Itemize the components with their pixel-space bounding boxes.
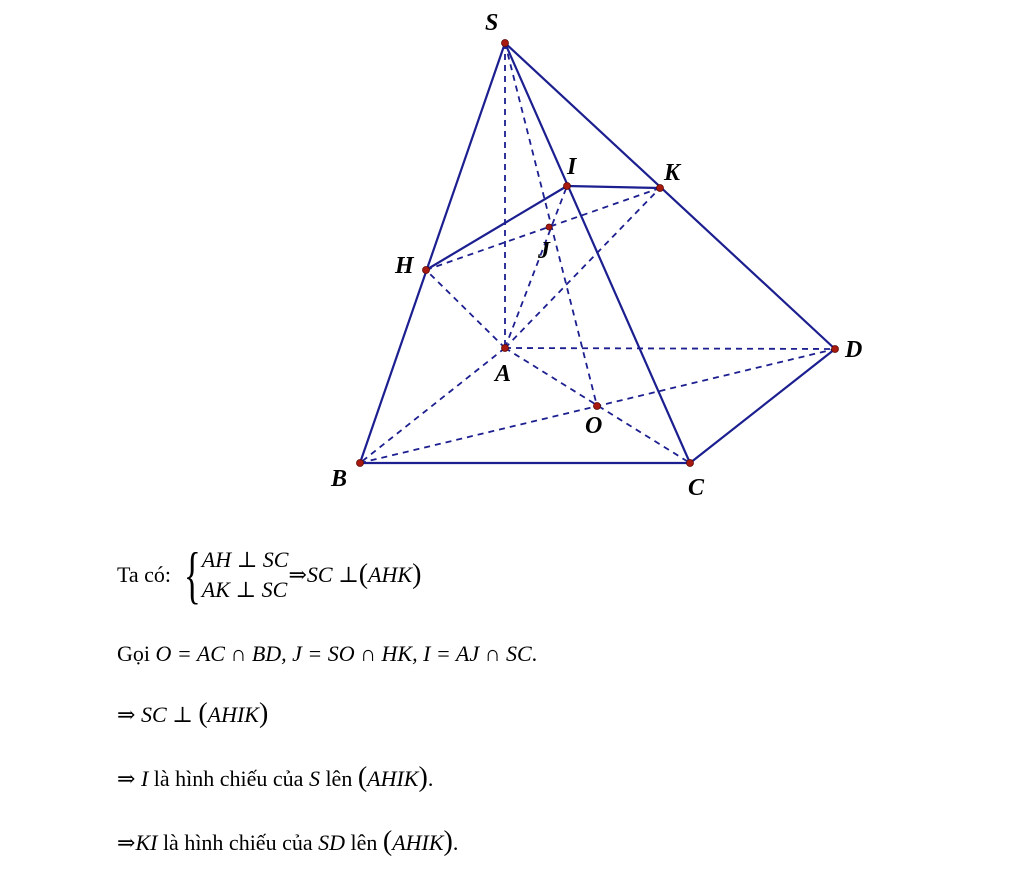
edge-ak — [504, 187, 661, 349]
edge-ac — [504, 347, 691, 464]
edge-sd — [503, 41, 837, 351]
label-k: K — [663, 160, 682, 186]
line1-result: SC ⊥ — [306, 562, 359, 587]
left-paren: ( — [358, 559, 369, 590]
edge-ab — [359, 347, 506, 464]
right-paren: ) — [418, 762, 428, 793]
edge-hi — [424, 184, 569, 272]
text-line-3: ⇒ SC ⊥ (AHIK) — [117, 700, 268, 729]
line5-mid: là hình chiếu của — [162, 830, 313, 855]
label-j: J — [537, 238, 551, 264]
edge-sb — [358, 41, 507, 465]
pyramid-figure: S I K J H A D O B C — [330, 10, 862, 501]
right-paren: ) — [412, 559, 422, 590]
edge-cd — [688, 347, 837, 465]
implies-symbol: ⇒ — [117, 830, 136, 855]
line4-tail: lên — [325, 766, 353, 791]
implies-symbol: ⇒ — [117, 702, 136, 727]
point-c — [686, 459, 694, 467]
text-line-5: ⇒KI là hình chiếu của SD lên (AHIK). — [117, 828, 458, 857]
line2-prefix: Gọi — [117, 641, 150, 666]
label-o: O — [585, 413, 602, 439]
left-paren: ( — [198, 698, 208, 729]
label-d: D — [844, 337, 862, 363]
point-h — [422, 266, 430, 274]
line5-symbol-2: SD — [318, 830, 345, 855]
plane-name: AHK — [368, 562, 413, 587]
point-a — [501, 344, 509, 352]
point-j — [545, 223, 553, 231]
line4-symbol-2: S — [308, 766, 320, 791]
line4-mid: là hình chiếu của — [153, 766, 304, 791]
line2-math: O = AC ∩ BD, J = SO ∩ HK, I = AJ ∩ SC — [155, 641, 532, 666]
label-h: H — [394, 253, 415, 279]
implies-symbol: ⇒ — [117, 766, 136, 791]
point-s — [501, 39, 509, 47]
text-line-2: Gọi O = AC ∩ BD, J = SO ∩ HK, I = AJ ∩ S… — [117, 640, 537, 668]
line1-prefix: Ta có: — [117, 562, 172, 587]
line4-symbol-1: I — [140, 766, 149, 791]
right-paren: ) — [258, 698, 269, 729]
plane-name: AHIK — [392, 830, 444, 855]
plane-name: AHIK — [367, 766, 419, 791]
line5-end: . — [452, 830, 459, 855]
text-line-4: ⇒ I là hình chiếu của S lên (AHIK). — [117, 764, 433, 793]
plane-name: AHIK — [207, 702, 259, 727]
line2-suffix: . — [531, 641, 538, 666]
line3-math: SC ⊥ — [140, 702, 199, 727]
point-b — [356, 459, 364, 467]
edge-ai — [504, 185, 568, 349]
line5-tail: lên — [350, 830, 378, 855]
point-d — [831, 345, 839, 353]
point-o — [593, 402, 601, 410]
system-of-conditions: { AH ⊥ SC AK ⊥ SC — [177, 539, 289, 610]
point-i — [563, 182, 571, 190]
edge-ah — [425, 269, 506, 349]
line5-symbol-1: KI — [135, 830, 158, 855]
implies-symbol: ⇒ — [288, 562, 307, 587]
left-paren: ( — [357, 762, 368, 793]
text-line-1: Ta có: { AH ⊥ SC AK ⊥ SC ⇒ SC ⊥ (AHK) — [117, 540, 421, 610]
edge-ad — [504, 347, 836, 350]
label-s: S — [485, 10, 498, 36]
point-k — [656, 184, 664, 192]
label-i: I — [566, 154, 578, 180]
edge-hk — [425, 187, 661, 271]
label-a: A — [493, 361, 511, 387]
label-c: C — [688, 475, 705, 501]
line4-end: . — [427, 766, 434, 791]
right-paren: ) — [443, 826, 453, 857]
condition-1: AH ⊥ SC — [201, 547, 289, 572]
condition-2: AK ⊥ SC — [201, 577, 288, 602]
left-paren: ( — [382, 826, 393, 857]
edge-ik — [565, 184, 662, 190]
label-b: B — [330, 466, 347, 492]
left-brace-icon: { — [183, 539, 201, 610]
